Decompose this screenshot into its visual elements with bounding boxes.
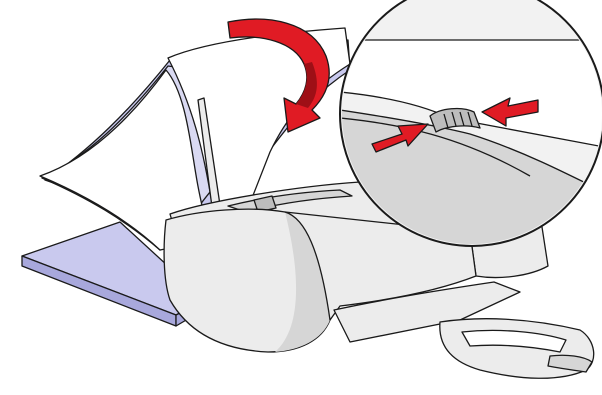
zoom-detail (339, 0, 602, 247)
curved-arrow-shade (296, 62, 317, 108)
output-tray-slot (461, 329, 567, 353)
left-pointing-arrow-icon (481, 97, 539, 127)
right-pointing-arrow-icon (371, 123, 429, 153)
printer-front-shade (275, 212, 330, 352)
zoom-paper-guide-ridges (443, 111, 473, 129)
output-tray-lip (547, 354, 593, 373)
paper-guide-tab (253, 195, 277, 213)
printer-front-panel (163, 208, 331, 353)
paper-sheet-front (39, 69, 211, 251)
printer (163, 97, 595, 379)
zoom-paper-surface (342, 39, 602, 151)
zoom-slot-line (342, 117, 531, 177)
output-tray (333, 281, 521, 343)
curved-down-arrow-icon (227, 18, 330, 133)
